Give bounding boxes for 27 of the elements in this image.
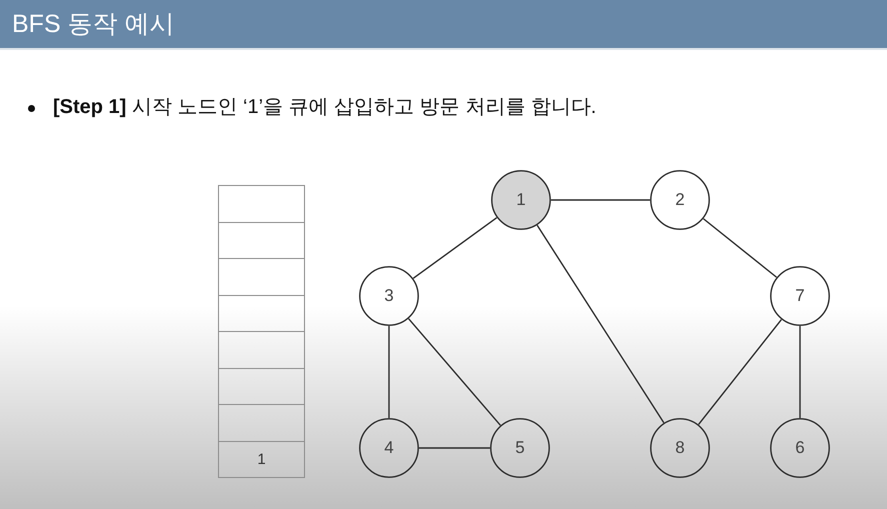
node-circle: 3	[359, 266, 419, 326]
edge-line	[536, 224, 664, 424]
node-circle: 5	[490, 418, 550, 478]
edge-line	[419, 447, 490, 449]
edge-line	[408, 318, 501, 426]
node-circle: 1	[491, 170, 551, 230]
queue-cell	[218, 331, 305, 369]
queue-cell	[218, 185, 305, 223]
step-description: [Step 1] 시작 노드인 ‘1’을 큐에 삽입하고 방문 처리를 합니다.	[53, 95, 596, 120]
queue-cell	[218, 368, 305, 405]
edge-line	[799, 326, 801, 418]
slide-title: BFS 동작 예시	[12, 9, 175, 40]
node-circle: 8	[650, 418, 710, 478]
queue-cell: 1	[218, 441, 305, 478]
edge-line	[412, 217, 498, 279]
node-circle: 6	[770, 418, 830, 478]
node-circle: 2	[650, 170, 710, 230]
queue-cell	[218, 222, 305, 259]
edge-line	[698, 319, 782, 425]
edge-line	[388, 326, 390, 418]
node-circle: 7	[770, 266, 830, 326]
edge-line	[702, 218, 778, 278]
queue-cell	[218, 404, 305, 442]
node-circle: 4	[359, 418, 419, 478]
edge-line	[551, 199, 650, 201]
queue-cell	[218, 258, 305, 296]
queue-cell	[218, 295, 305, 332]
